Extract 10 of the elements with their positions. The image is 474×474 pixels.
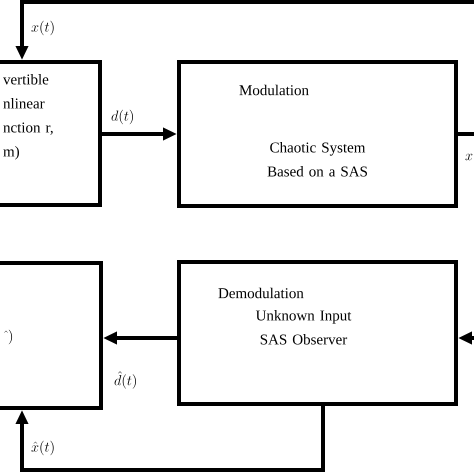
process-box: Demodulation Unknown Input SAS Observer xyxy=(177,260,458,406)
edge-label: $x$ xyxy=(464,152,474,162)
process-box: vertible nlinear nction r, m) xyxy=(0,60,102,207)
edge-label: $\hat{x}(t)$ xyxy=(30,440,56,456)
process-box: Modulation Chaotic System Based on a SAS xyxy=(177,60,458,208)
process-box: $\hat{\;})$ xyxy=(0,261,103,410)
edge-label: $x(t)$ xyxy=(30,20,56,36)
arrow xyxy=(15,406,325,472)
edge-label: $\hat{d}(t)$ xyxy=(113,370,138,390)
edge-label: $d(t)$ xyxy=(110,108,136,126)
